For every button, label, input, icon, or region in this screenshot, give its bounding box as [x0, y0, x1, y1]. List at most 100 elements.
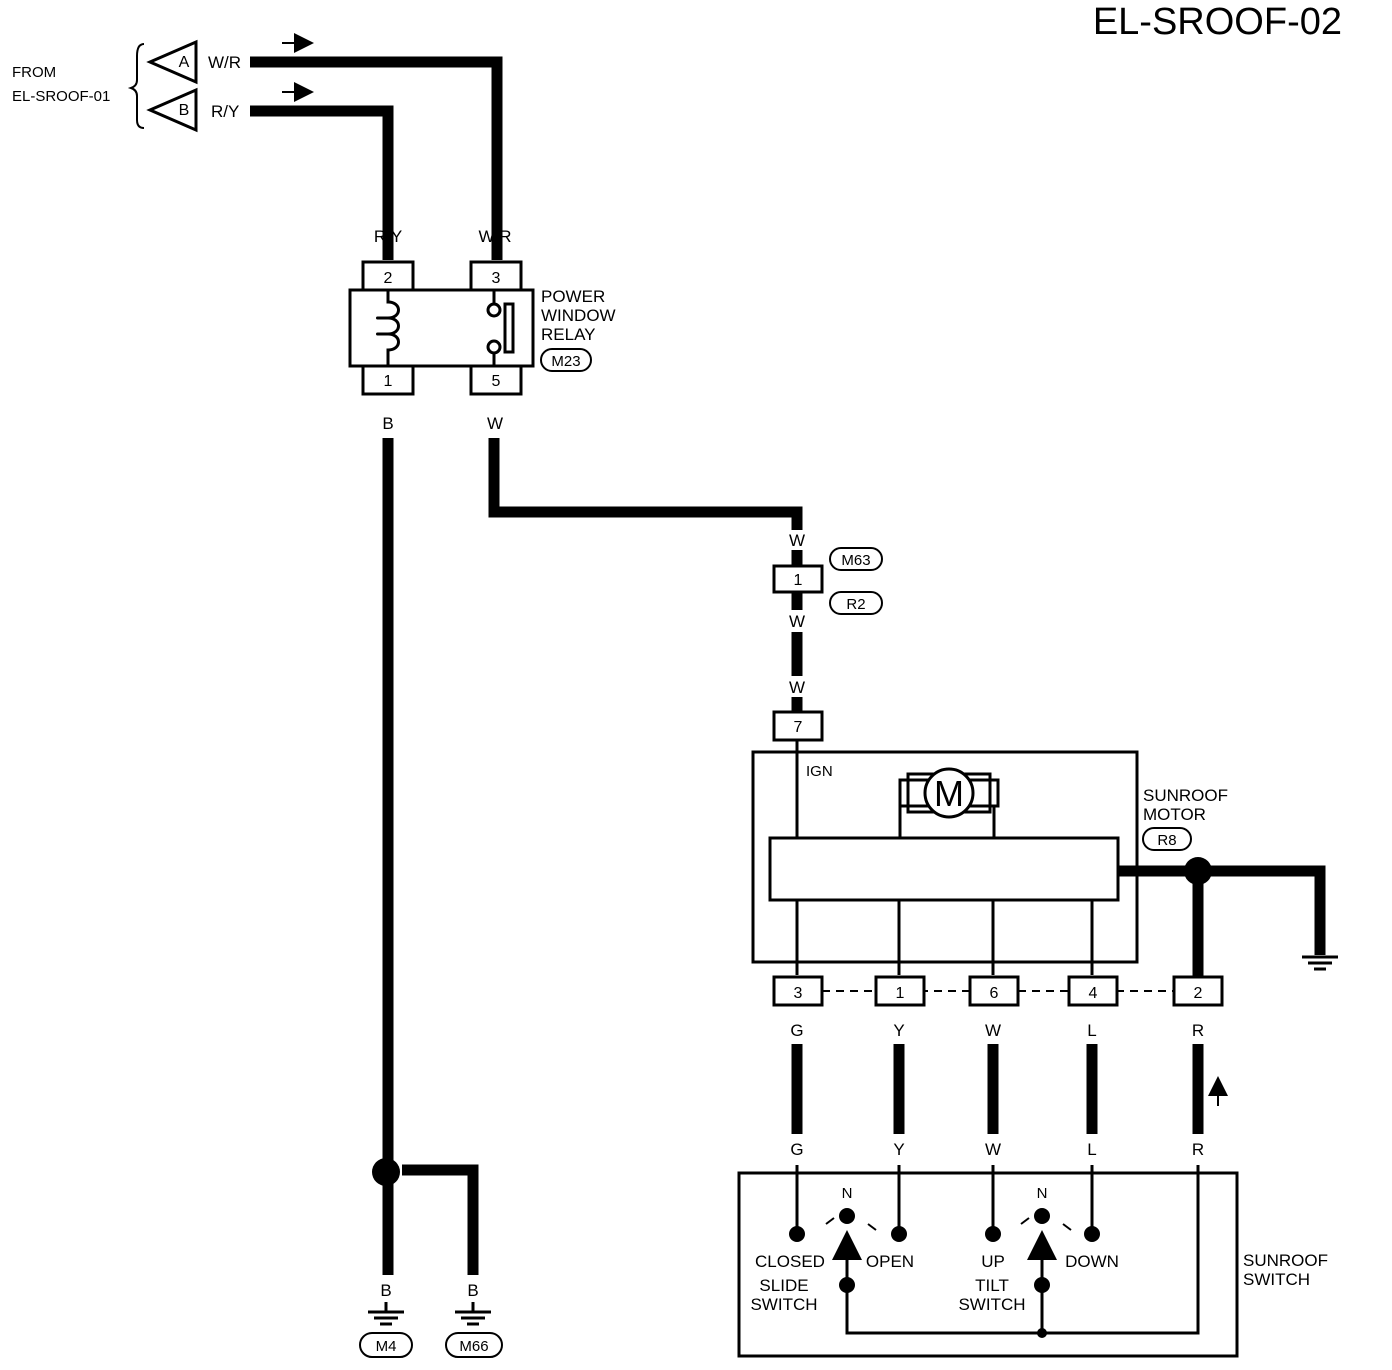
wire-w-r — [250, 56, 503, 260]
connector-b-label: B — [179, 102, 190, 119]
slide-closed-contact — [789, 1226, 805, 1242]
motor-pin-4: 4 — [1089, 985, 1098, 1002]
tilt-tick-left — [1020, 1217, 1030, 1225]
tilt-down-contact — [1084, 1226, 1100, 1242]
slide-open-contact — [891, 1226, 907, 1242]
motor-pin-1-connector — [874, 975, 926, 1007]
ground-wire-2-color: B — [467, 1281, 478, 1300]
switch-name-line-1: SUNROOF — [1243, 1251, 1328, 1270]
relay-pin-3-connector — [469, 260, 523, 292]
wire-w-top-color: W — [985, 1021, 1001, 1040]
switch-name-line-2: SWITCH — [1243, 1270, 1310, 1289]
joint-wire-top-color: W — [789, 531, 805, 550]
relay-wire-5-color: W — [487, 414, 503, 433]
motor-pin-3-connector — [772, 975, 824, 1007]
relay-name-line-3: RELAY — [541, 325, 596, 344]
relay-pin-1: 1 — [384, 373, 393, 390]
slide-neutral-label: N — [842, 1185, 853, 1202]
joint-connector-top-badge — [829, 547, 883, 571]
from-bracket — [127, 43, 145, 129]
wire-l-bottom-color: L — [1087, 1140, 1096, 1159]
tilt-up-contact — [985, 1226, 1001, 1242]
relay-switch-bar — [503, 302, 515, 354]
connector-a-label: A — [179, 54, 190, 71]
relay-wire-2-color: R/Y — [374, 227, 402, 246]
relay-pin-1-connector — [361, 364, 415, 396]
wire-b-color: R/Y — [211, 102, 239, 121]
motor-pin-6-connector — [968, 975, 1020, 1007]
slide-neutral-contact — [839, 1208, 855, 1224]
relay-connector-badge — [540, 348, 592, 372]
ground-connector-2-id: M66 — [459, 1338, 488, 1355]
wire-g-bottom-color: G — [790, 1140, 803, 1159]
motor-name-line-2: MOTOR — [1143, 805, 1206, 824]
wire-l-top-color: L — [1087, 1021, 1096, 1040]
joint-connector — [772, 564, 824, 594]
tilt-neutral-contact — [1034, 1208, 1050, 1224]
ground-wire-1-color: B — [380, 1281, 391, 1300]
slide-tick-left — [825, 1217, 835, 1225]
relay-pin-5-connector — [469, 364, 523, 396]
motor-pin-6: 6 — [990, 985, 999, 1002]
joint-connector-bottom-badge — [829, 591, 883, 615]
motor-ign-pin: 7 — [794, 719, 803, 736]
wire-a-color: W/R — [208, 53, 241, 72]
motor-symbol-circle — [923, 767, 975, 819]
ground-connector-2-badge — [445, 1332, 503, 1358]
slide-closed-label: CLOSED — [755, 1252, 825, 1271]
motor-splice — [1184, 857, 1212, 885]
motor-ground-wire — [1210, 865, 1326, 955]
relay-contact-top — [486, 302, 502, 318]
switch-common-junction — [1037, 1328, 1047, 1338]
wire-r-y — [250, 105, 394, 260]
wire-r-top-color: R — [1192, 1021, 1204, 1040]
joint-connector-bottom-id: R2 — [846, 596, 865, 613]
tilt-switch-label-1: TILT — [975, 1276, 1009, 1295]
tilt-tick-right — [1062, 1223, 1072, 1231]
relay-pin-3: 3 — [492, 270, 501, 287]
motor-pin-1: 1 — [896, 985, 905, 1002]
switch-common-return — [845, 1165, 1200, 1335]
motor-ign-wire-color: W — [789, 678, 805, 697]
relay-name-line-2: WINDOW — [541, 306, 616, 325]
slide-switch-label-2: SWITCH — [750, 1295, 817, 1314]
slide-switch-label-1: SLIDE — [759, 1276, 808, 1295]
slide-open-label: OPEN — [866, 1252, 914, 1271]
motor-pin-2-connector — [1172, 975, 1224, 1007]
wire-y-bottom-color: Y — [893, 1140, 904, 1159]
ground-splice — [372, 1158, 400, 1186]
tilt-up-label: UP — [981, 1252, 1005, 1271]
from-label: FROM — [12, 64, 56, 81]
tilt-neutral-label: N — [1037, 1185, 1048, 1202]
motor-pin-3: 3 — [794, 985, 803, 1002]
sunroof-switch-body — [737, 1171, 1239, 1358]
slide-tick-right — [867, 1223, 877, 1231]
motor-ign-label: IGN — [806, 763, 833, 780]
power-window-relay-body — [348, 288, 535, 368]
motor-pin-4-connector — [1067, 975, 1119, 1007]
motor-control-unit — [768, 836, 1120, 902]
relay-name-line-1: POWER — [541, 287, 605, 306]
relay-pin-2: 2 — [384, 270, 393, 287]
tilt-down-label: DOWN — [1065, 1252, 1119, 1271]
relay-contact-bottom — [486, 339, 502, 355]
ground-connector-1-badge — [359, 1332, 413, 1358]
ground-connector-1-id: M4 — [376, 1338, 397, 1355]
joint-pin: 1 — [794, 572, 803, 589]
wire-g-top-color: G — [790, 1021, 803, 1040]
wire-b-ground-branch — [402, 1164, 479, 1275]
joint-connector-top-id: M63 — [841, 552, 870, 569]
joint-wire-bottom-color: W — [789, 612, 805, 631]
relay-connector-id: M23 — [551, 353, 580, 370]
relay-wire-1-color: B — [382, 414, 393, 433]
motor-symbol-letter: M — [934, 773, 964, 814]
wire-y-top-color: Y — [893, 1021, 904, 1040]
from-source-label: EL-SROOF-01 — [12, 88, 110, 105]
wire-w-relay-to-joint — [488, 438, 803, 530]
motor-connector-badge — [1142, 827, 1192, 851]
connector-a-arrow — [146, 39, 198, 85]
relay-pin-5: 5 — [492, 373, 501, 390]
connector-b-arrow — [146, 87, 198, 133]
motor-connector-id: R8 — [1157, 832, 1176, 849]
